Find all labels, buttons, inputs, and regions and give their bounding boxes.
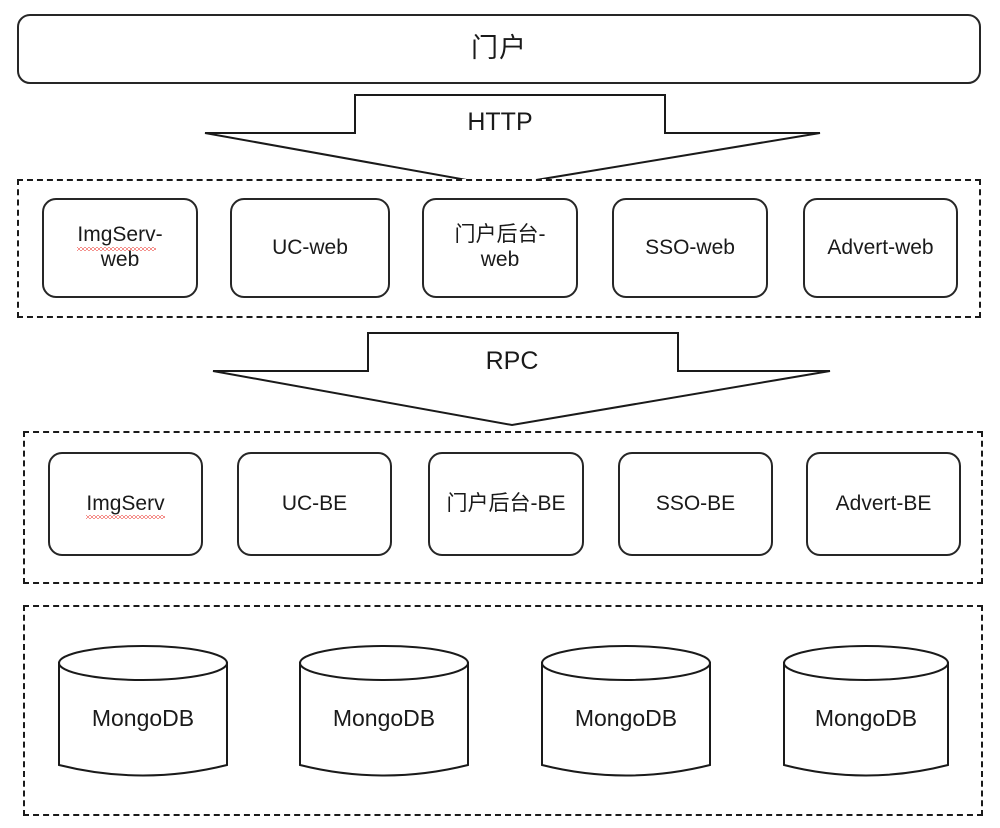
be-node-imgserv-label: ImgServ	[80, 491, 170, 520]
be-node-sso-label: SSO-BE	[655, 491, 736, 515]
web-node-imgserv[interactable]: ImgServ-web	[42, 198, 198, 298]
web-node-uc-label: UC-web	[272, 235, 348, 259]
http-arrow-label: HTTP	[467, 108, 533, 136]
db-node-4[interactable]: MongoDB	[783, 645, 949, 787]
web-node-advert-label: Advert-web	[827, 235, 934, 259]
spellcheck-underline: ImgServ	[86, 491, 165, 520]
portal-label: 门户	[471, 33, 527, 64]
web-node-advert[interactable]: Advert-web	[803, 198, 958, 298]
web-node-sso[interactable]: SSO-web	[612, 198, 768, 298]
be-node-advert[interactable]: Advert-BE	[806, 452, 961, 556]
rpc-arrow-label: RPC	[485, 347, 539, 375]
web-node-portal-admin[interactable]: 门户后台-web	[422, 198, 578, 298]
be-node-uc-label: UC-BE	[281, 491, 348, 515]
be-node-advert-label: Advert-BE	[835, 491, 932, 515]
db-node-2[interactable]: MongoDB	[299, 645, 469, 787]
be-node-uc[interactable]: UC-BE	[237, 452, 392, 556]
be-node-sso[interactable]: SSO-BE	[618, 452, 773, 556]
spellcheck-underline: ImgServ	[77, 223, 156, 251]
web-node-portal-admin-label: 门户后台-web	[454, 223, 546, 271]
be-node-imgserv[interactable]: ImgServ	[48, 452, 203, 556]
web-node-sso-label: SSO-web	[645, 235, 735, 259]
portal-box[interactable]: 门户	[17, 14, 981, 84]
be-node-portal-admin[interactable]: 门户后台-BE	[428, 452, 584, 556]
web-node-imgserv-label: ImgServ-web	[77, 223, 163, 271]
be-node-portal-admin-label: 门户后台-BE	[446, 491, 566, 515]
db-node-1[interactable]: MongoDB	[58, 645, 228, 787]
db-node-3[interactable]: MongoDB	[541, 645, 711, 787]
rpc-arrow	[212, 332, 831, 427]
web-node-uc[interactable]: UC-web	[230, 198, 390, 298]
http-arrow	[204, 94, 821, 188]
